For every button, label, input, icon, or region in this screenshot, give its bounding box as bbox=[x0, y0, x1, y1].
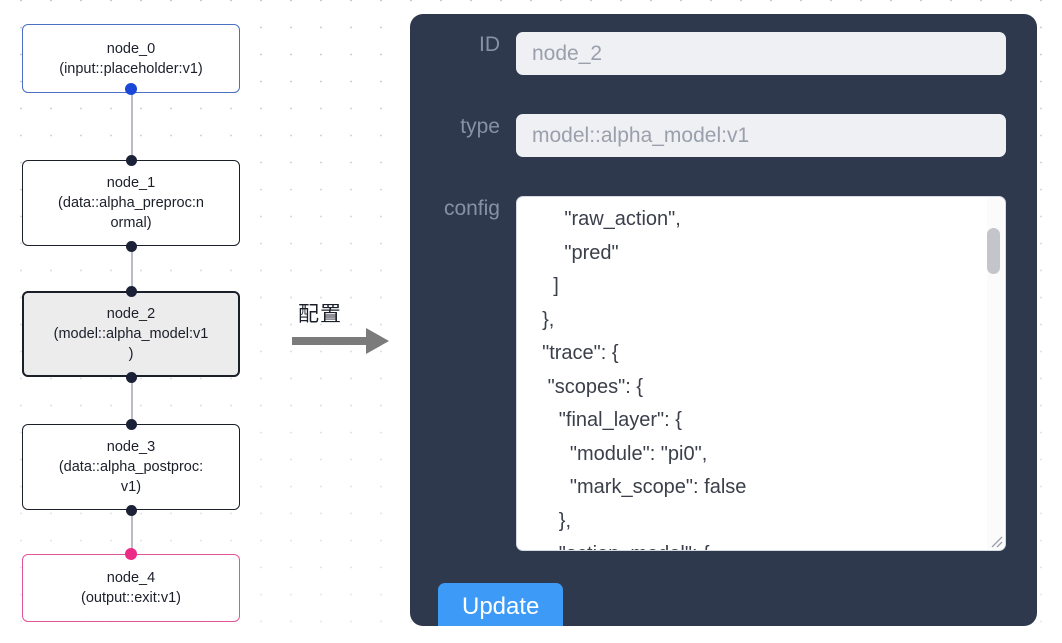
graph-node-node_4[interactable]: node_4 (output::exit:v1) bbox=[22, 554, 240, 622]
field-row-id: ID node_2 bbox=[428, 32, 1006, 75]
arrow-head-icon bbox=[366, 328, 389, 354]
config-field-label: config bbox=[443, 197, 500, 220]
node-config-panel: ID node_2 type model::alpha_model:v1 con… bbox=[410, 14, 1037, 626]
config-textarea-wrapper: "raw_action", "pred" ] }, "trace": { "sc… bbox=[516, 196, 1006, 551]
field-row-config: config "raw_action", "pred" ] }, "trace"… bbox=[428, 196, 1006, 551]
transition-arrow: 配置 bbox=[290, 298, 395, 360]
node-handle-node_3-source[interactable] bbox=[125, 505, 137, 516]
config-textarea[interactable]: "raw_action", "pred" ] }, "trace": { "sc… bbox=[516, 196, 1006, 551]
graph-node-label: node_3 (data::alpha_postproc: v1) bbox=[58, 439, 204, 495]
transition-label: 配置 bbox=[298, 302, 342, 326]
node-handle-node_2-target[interactable] bbox=[125, 286, 137, 297]
graph-node-node_0[interactable]: node_0 (input::placeholder:v1) bbox=[22, 24, 240, 93]
config-scrollbar-thumb[interactable] bbox=[987, 228, 1000, 274]
type-field-label: type bbox=[460, 115, 500, 138]
graph-node-node_2[interactable]: node_2 (model::alpha_model:v1 ) bbox=[22, 291, 240, 377]
arrow-shaft-icon bbox=[292, 337, 368, 345]
node-handle-node_1-target[interactable] bbox=[125, 155, 137, 166]
update-button[interactable]: Update bbox=[438, 583, 564, 626]
edge-node1-node2 bbox=[131, 246, 133, 296]
graph-node-label: node_4 (output::exit:v1) bbox=[81, 570, 181, 606]
id-input[interactable]: node_2 bbox=[516, 32, 1006, 75]
edge-node3-node4 bbox=[131, 510, 133, 550]
field-row-type: type model::alpha_model:v1 bbox=[428, 114, 1006, 157]
edge-node2-node3 bbox=[131, 377, 133, 421]
node-handle-node_2-source[interactable] bbox=[125, 372, 137, 383]
config-scrollbar-track[interactable] bbox=[987, 198, 1004, 549]
id-field-label: ID bbox=[479, 33, 500, 56]
node-handle-node_4-target[interactable] bbox=[125, 548, 137, 560]
graph-node-node_3[interactable]: node_3 (data::alpha_postproc: v1) bbox=[22, 424, 240, 510]
graph-node-label: node_0 (input::placeholder:v1) bbox=[59, 40, 203, 77]
edge-node0-node1 bbox=[131, 88, 133, 160]
node-handle-node_3-target[interactable] bbox=[125, 419, 137, 430]
graph-node-label: node_1 (data::alpha_preproc:n ormal) bbox=[58, 175, 204, 231]
type-input[interactable]: model::alpha_model:v1 bbox=[516, 114, 1006, 157]
graph-node-node_1[interactable]: node_1 (data::alpha_preproc:n ormal) bbox=[22, 160, 240, 246]
node-handle-node_0-source[interactable] bbox=[125, 83, 137, 95]
node-graph: node_0 (input::placeholder:v1) node_1 (d… bbox=[0, 0, 400, 643]
resize-handle-icon[interactable] bbox=[989, 534, 1003, 548]
node-handle-node_1-source[interactable] bbox=[125, 241, 137, 252]
graph-node-label: node_2 (model::alpha_model:v1 ) bbox=[53, 306, 209, 362]
